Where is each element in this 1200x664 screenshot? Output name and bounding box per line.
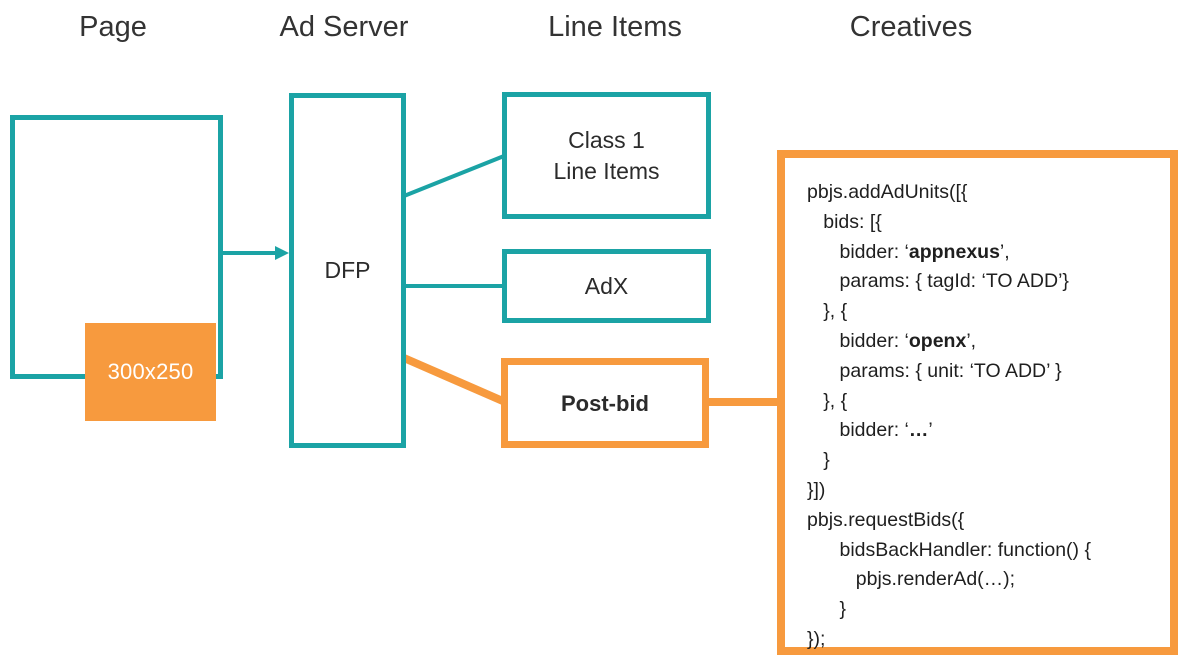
column-header-ad-server: Ad Server [279, 11, 409, 43]
code-line: } [807, 598, 847, 621]
dfp-box[interactable]: DFP [289, 93, 406, 448]
code-line: pbjs.addAdUnits([{ [807, 181, 968, 203]
class1-line-1: Class 1 [568, 126, 645, 153]
adx-label: AdX [584, 272, 629, 299]
creatives-code-panel: pbjs.addAdUnits([{ bids: [{ bidder: ‘app… [777, 150, 1178, 655]
code-line: params: { tagId: ‘TO ADD’} [807, 270, 1069, 293]
prebid-code-block: pbjs.addAdUnits([{ bids: [{ bidder: ‘app… [807, 178, 1091, 655]
dfp-label: DFP [324, 257, 371, 283]
class1-line-items-box[interactable]: Class 1 Line Items [502, 92, 711, 219]
code-line: params: { unit: ‘TO ADD’ } [807, 359, 1062, 382]
code-line: bidder: ‘appnexus’, [807, 240, 1010, 263]
page-box: 300x250 [10, 115, 223, 421]
post-bid-box[interactable]: Post-bid [501, 358, 709, 448]
post-bid-label: Post-bid [561, 390, 649, 416]
code-line: bidsBackHandler: function() { [807, 538, 1091, 561]
code-line: bidder: ‘…’ [807, 419, 933, 442]
code-line: }, { [807, 389, 848, 412]
ad-slot-300x250[interactable]: 300x250 [85, 323, 216, 421]
code-bidder-name: … [908, 419, 929, 442]
code-line: }, { [807, 300, 848, 323]
column-header-creatives: Creatives [849, 11, 973, 43]
code-line: }]) [807, 478, 826, 501]
code-line: bids: [{ [807, 210, 882, 233]
code-line: } [807, 449, 830, 472]
code-bidder-name: appnexus [908, 240, 1000, 263]
class1-line-items-label: Class 1 Line Items [553, 125, 659, 187]
code-line: pbjs.renderAd(…); [807, 568, 1016, 591]
column-header-page: Page [79, 11, 147, 43]
code-line: pbjs.requestBids({ [807, 508, 965, 531]
code-line: bidder: ‘openx’, [807, 329, 977, 352]
adx-box[interactable]: AdX [502, 249, 711, 323]
code-line: }); [807, 627, 826, 650]
column-header-line-items: Line Items [548, 11, 682, 43]
ad-slot-label: 300x250 [107, 359, 194, 384]
class1-line-2: Line Items [553, 157, 660, 184]
code-bidder-name: openx [908, 329, 967, 352]
